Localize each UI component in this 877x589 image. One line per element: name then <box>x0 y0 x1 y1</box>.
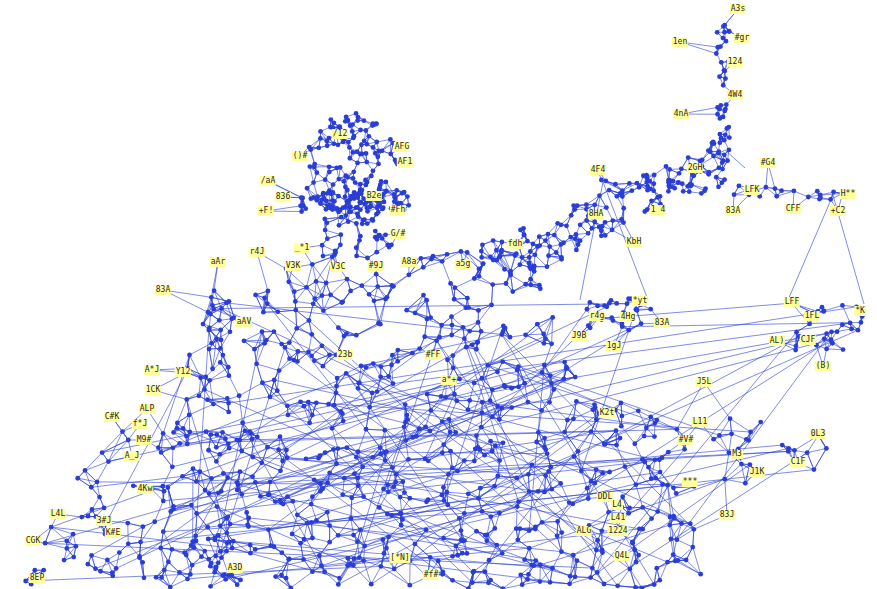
mesh-line <box>315 281 316 298</box>
mesh-line <box>244 340 266 341</box>
mesh-line <box>617 445 625 466</box>
mesh-line <box>164 570 170 587</box>
mesh-line <box>526 335 544 344</box>
mesh-line <box>406 440 409 459</box>
mesh-line <box>312 538 329 542</box>
mesh-line <box>295 301 313 303</box>
mesh-line <box>385 427 404 430</box>
mesh-line <box>187 389 205 399</box>
mesh-line <box>189 415 190 432</box>
mesh-line <box>513 285 531 292</box>
mesh-line <box>394 569 410 585</box>
mesh-line <box>452 308 466 317</box>
mesh-line <box>323 366 337 378</box>
mesh-line <box>192 559 209 565</box>
mesh-line <box>476 349 487 365</box>
mesh-line <box>385 430 387 451</box>
mesh-line <box>244 332 262 341</box>
mesh-line <box>660 562 668 580</box>
mesh-line <box>693 529 694 547</box>
mesh-line <box>495 513 500 528</box>
mesh-line <box>526 334 544 335</box>
mesh-line <box>325 230 341 235</box>
mesh-line <box>677 540 693 547</box>
mesh-line <box>358 429 366 451</box>
mesh-line <box>323 311 338 328</box>
mesh-line <box>366 429 385 430</box>
